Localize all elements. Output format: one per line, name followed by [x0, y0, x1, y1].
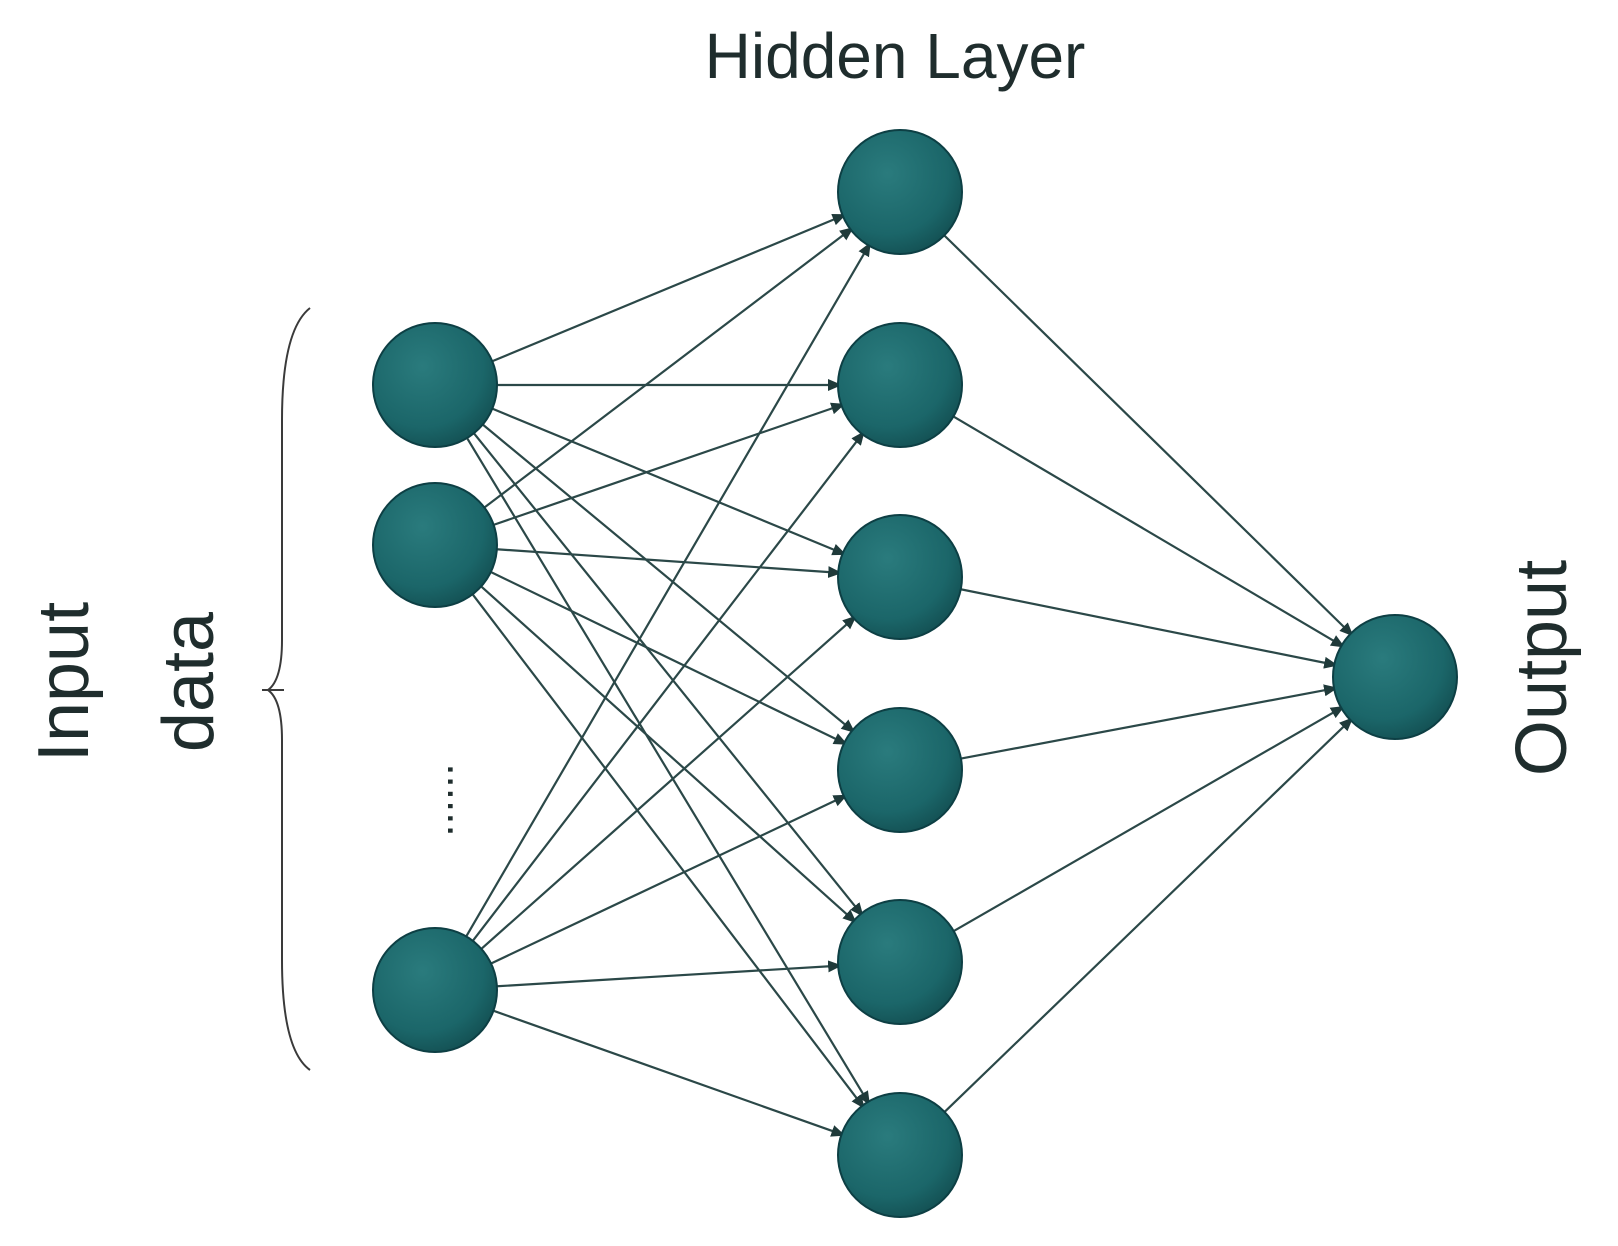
- edge-hidden-1-to-output: [942, 233, 1354, 637]
- hidden-node-1: [837, 129, 963, 255]
- edge-input-2-to-hidden-6: [470, 592, 865, 1109]
- edge-hidden-6-to-output: [942, 717, 1354, 1115]
- hidden-node-5: [837, 899, 963, 1025]
- network-nodes: [372, 129, 1458, 1218]
- edge-input-3-to-hidden-5: [494, 960, 843, 988]
- input-ellipsis: ......: [438, 763, 487, 836]
- edge-input-1-to-hidden-4: [480, 422, 856, 734]
- edge-hidden-4-to-output: [958, 684, 1338, 761]
- edge-input-3-to-hidden-4: [488, 794, 848, 966]
- input-node-1: [372, 322, 498, 448]
- edge-input-1-to-hidden-3: [490, 406, 847, 556]
- input-label-line2: data: [149, 611, 229, 752]
- hidden-layer-title: Hidden Layer: [705, 20, 1086, 92]
- edge-input-2-to-hidden-2: [491, 402, 846, 527]
- edge-input-1-to-hidden-5: [471, 431, 864, 917]
- hidden-node-6: [837, 1092, 963, 1218]
- output-node: [1332, 614, 1458, 740]
- output-label: Output: [1502, 560, 1582, 776]
- input-label-line1: Input: [24, 602, 104, 762]
- edge-input-2-to-hidden-4: [488, 570, 848, 745]
- hidden-node-2: [837, 322, 963, 448]
- edge-input-1-to-hidden-1: [489, 213, 847, 364]
- edge-hidden-2-to-output: [951, 414, 1346, 648]
- edge-input-2-to-hidden-1: [482, 227, 854, 510]
- edge-input-3-to-hidden-6: [491, 1009, 846, 1137]
- edge-input-3-to-hidden-2: [470, 430, 865, 944]
- input-node-2: [372, 482, 498, 608]
- edge-input-1-to-hidden-6: [465, 435, 871, 1106]
- hidden-node-4: [837, 707, 963, 833]
- edge-input-2-to-hidden-5: [478, 584, 857, 924]
- edge-input-3-to-hidden-3: [479, 615, 857, 951]
- input-node-3: [372, 927, 498, 1053]
- hidden-node-3: [837, 514, 963, 640]
- edge-input-2-to-hidden-3: [494, 548, 843, 579]
- edge-hidden-3-to-output: [958, 587, 1339, 669]
- edge-input-3-to-hidden-1: [464, 242, 871, 939]
- connection-edges: [464, 213, 1354, 1137]
- input-brace: [262, 307, 311, 1071]
- edge-hidden-5-to-output: [951, 705, 1345, 934]
